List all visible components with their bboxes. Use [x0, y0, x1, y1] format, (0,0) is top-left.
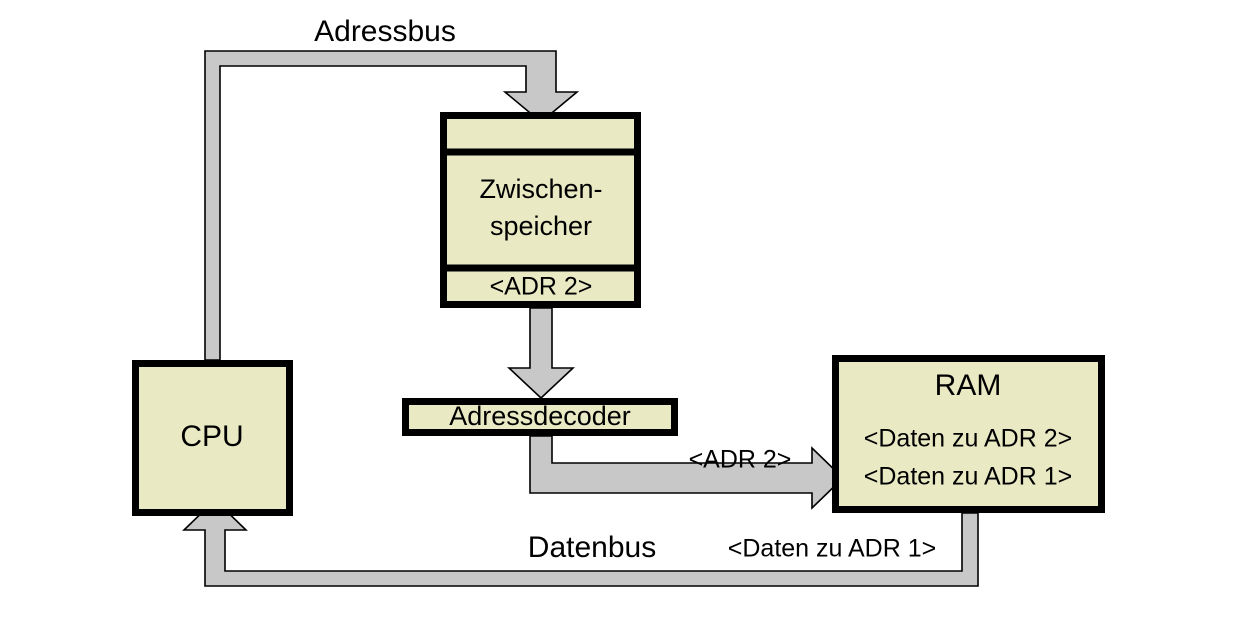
- datenbus-payload-label: <Daten zu ADR 1>: [728, 535, 936, 563]
- bus-zwischenspeicher-to-adressdecoder: [506, 307, 576, 400]
- adressdecoder-label: Adressdecoder: [449, 401, 631, 431]
- zwischenspeicher-label-line1: Zwischen-: [479, 174, 602, 204]
- zwischenspeicher-label-line2: speicher: [490, 211, 592, 241]
- node-adressdecoder[interactable]: Adressdecoder: [402, 398, 678, 436]
- ram-row-2: <Daten zu ADR 1>: [864, 463, 1072, 491]
- node-cpu[interactable]: CPU: [132, 360, 293, 516]
- bus-adressbus: [204, 50, 580, 361]
- ram-row-1: <Daten zu ADR 2>: [864, 425, 1072, 453]
- zwischenspeicher-slot-bottom: <ADR 2>: [490, 273, 593, 301]
- node-zwischenspeicher[interactable]: Zwischen- speicher <ADR 2>: [440, 112, 641, 308]
- cpu-label: CPU: [180, 420, 243, 453]
- adr2-bus-label: <ADR 2>: [689, 446, 792, 474]
- adressbus-label: Adressbus: [314, 15, 456, 48]
- datenbus-label: Datenbus: [528, 531, 656, 564]
- ram-title: RAM: [935, 369, 1002, 402]
- bus-adressdecoder-to-ram: [529, 435, 845, 510]
- node-ram[interactable]: RAM <Daten zu ADR 2> <Daten zu ADR 1>: [832, 355, 1105, 513]
